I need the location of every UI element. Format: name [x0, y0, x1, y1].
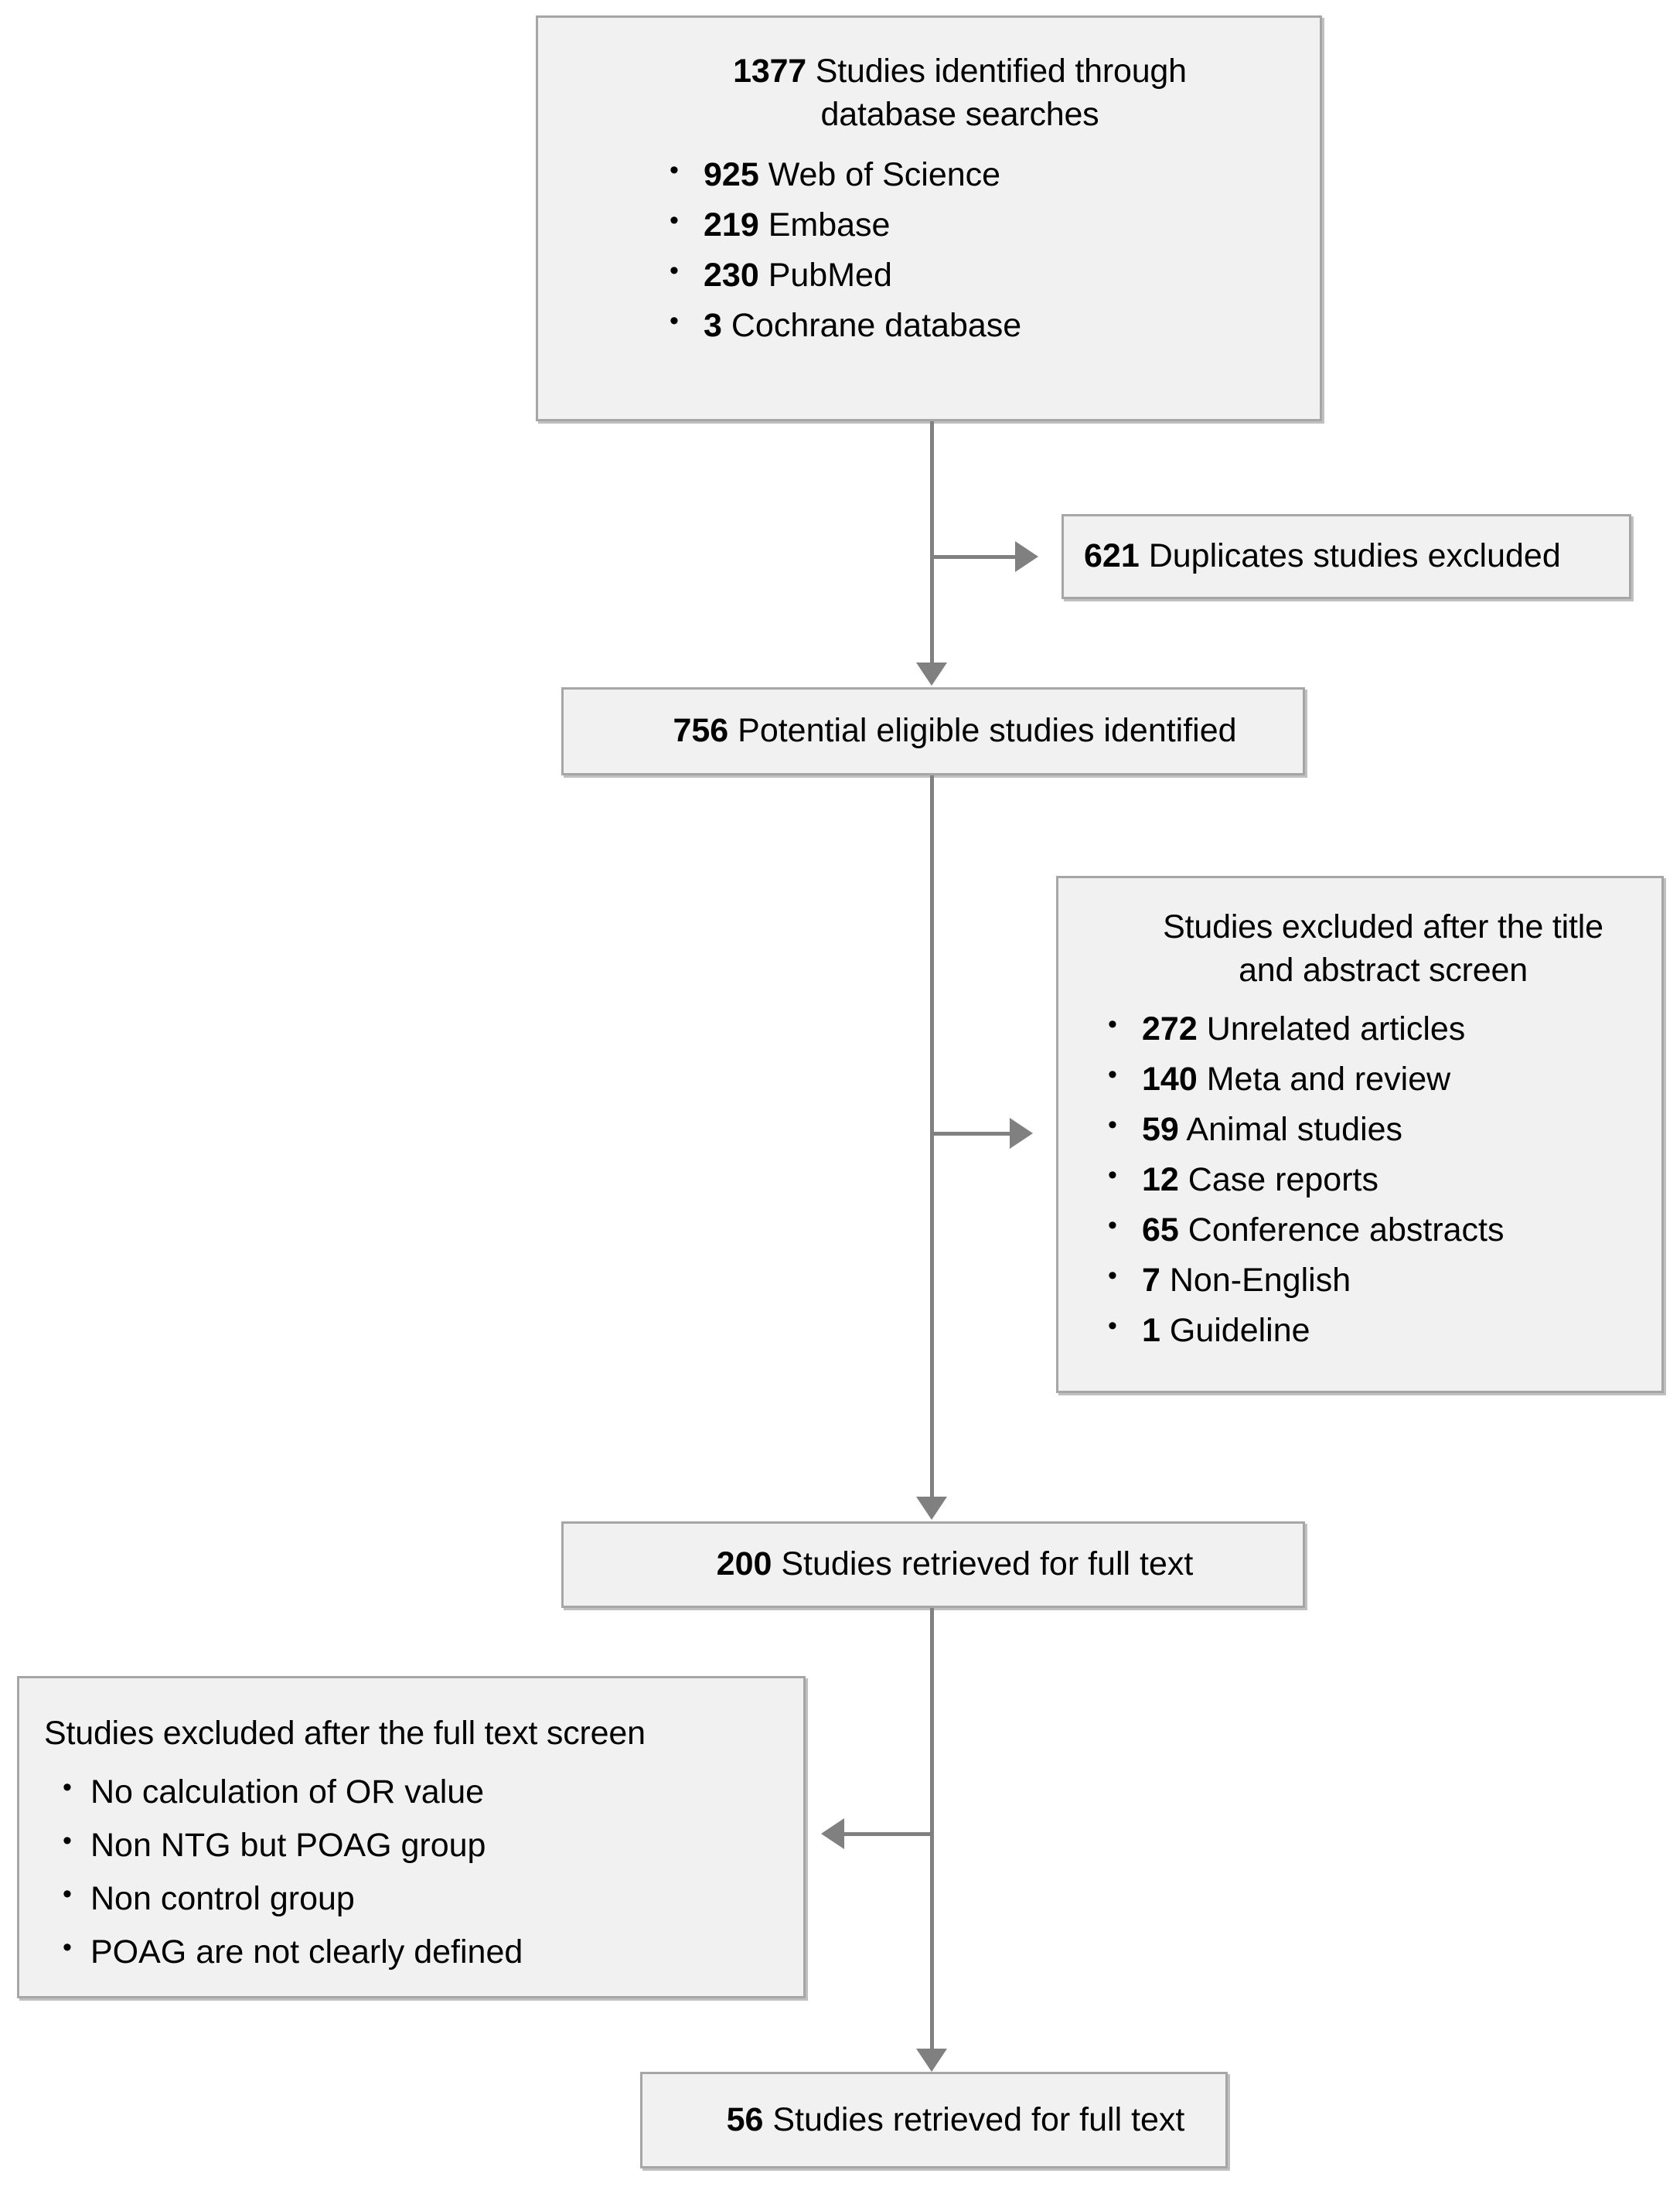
node-body: 1377 Studies identified through database… [538, 18, 1382, 478]
connector-identified-trunk [930, 421, 934, 663]
list-item: 925 Web of Science [660, 155, 1351, 193]
reason-count: 7 [1142, 1261, 1160, 1299]
list-item: 140 Meta and review [1099, 1060, 1680, 1098]
source-label: Cochrane database [731, 306, 1022, 344]
node-body: 621 Duplicates studies excluded [1064, 516, 1669, 597]
node-body: 756 Potential eligible studies identifie… [564, 690, 1346, 773]
list-item: 219 Embase [660, 206, 1351, 244]
list-item: No calculation of OR value [53, 1774, 828, 1809]
identified-source-list: 925 Web of Science 219 Embase 230 PubMed… [569, 155, 1351, 344]
reason-count: 59 [1142, 1110, 1179, 1148]
arrowhead-retrieved-to-included [916, 2049, 947, 2072]
retrieved-text: 200 Studies retrieved for full text [585, 1544, 1324, 1586]
identified-count: 1377 [733, 53, 806, 90]
duplicates-count: 621 [1084, 537, 1140, 575]
reason-count: 272 [1142, 1010, 1198, 1048]
reason-label: Meta and review [1206, 1060, 1451, 1098]
connector-eligible-trunk [930, 775, 934, 1497]
duplicates-text: 621 Duplicates studies excluded [1084, 536, 1649, 577]
included-label: Studies retrieved for full text [772, 2100, 1185, 2138]
connector-retrieved-to-full-text-excluded [844, 1832, 932, 1836]
list-item: Non control group [53, 1881, 828, 1916]
arrowhead-identified-to-duplicates [1015, 541, 1038, 572]
node-studies-included: 56 Studies retrieved for full text [640, 2072, 1228, 2168]
fulltext-excl-reason-list: No calculation of OR value Non NTG but P… [44, 1774, 828, 1989]
arrowhead-identified-to-eligible [916, 663, 947, 686]
included-text: 56 Studies retrieved for full text [664, 2100, 1247, 2141]
source-label: Embase [768, 206, 891, 244]
reason-label: Case reports [1188, 1160, 1378, 1198]
title-excl-heading-line2: and abstract screen [1239, 951, 1528, 989]
list-item: 230 PubMed [660, 256, 1351, 294]
title-excl-reason-list: 272 Unrelated articles 140 Meta and revi… [1082, 1010, 1680, 1349]
list-item: 1 Guideline [1099, 1311, 1680, 1349]
fulltext-excl-heading: Studies excluded after the full text scr… [44, 1715, 646, 1752]
source-count: 230 [704, 256, 759, 294]
list-item: 65 Conference abstracts [1099, 1211, 1680, 1248]
node-body: Studies excluded after the title and abs… [1058, 878, 1680, 1442]
list-item: Non NTG but POAG group [53, 1828, 828, 1862]
list-item: 12 Case reports [1099, 1160, 1680, 1198]
node-body: 56 Studies retrieved for full text [642, 2074, 1269, 2166]
duplicates-label: Duplicates studies excluded [1148, 537, 1561, 575]
reason-count: 12 [1142, 1160, 1179, 1198]
node-studies-retrieved-full-text: 200 Studies retrieved for full text [561, 1521, 1305, 1608]
included-count: 56 [726, 2100, 764, 2138]
list-item: 7 Non-English [1099, 1261, 1680, 1299]
reason-label: Unrelated articles [1206, 1010, 1466, 1048]
source-label: Web of Science [768, 155, 1001, 193]
node-studies-identified: 1377 Studies identified through database… [536, 15, 1322, 421]
source-label: PubMed [768, 256, 892, 294]
node-duplicates-excluded: 621 Duplicates studies excluded [1062, 514, 1631, 599]
list-item: POAG are not clearly defined [53, 1934, 828, 1969]
connector-identified-to-duplicates [930, 555, 1015, 559]
source-count: 219 [704, 206, 759, 244]
node-title-abstract-excluded: Studies excluded after the title and abs… [1056, 876, 1664, 1393]
eligible-text: 756 Potential eligible studies identifie… [585, 710, 1324, 752]
retrieved-count: 200 [716, 1545, 772, 1583]
node-body: Studies excluded after the full text scr… [19, 1678, 851, 2053]
node-full-text-excluded: Studies excluded after the full text scr… [17, 1676, 806, 1998]
identified-label: Studies identified through [815, 53, 1187, 90]
identified-heading-line2: database searches [820, 95, 1099, 133]
arrowhead-eligible-to-retrieved [916, 1497, 947, 1520]
eligible-label: Potential eligible studies identified [738, 712, 1237, 750]
source-count: 925 [704, 155, 759, 193]
arrowhead-eligible-to-title-abstract-excluded [1010, 1118, 1033, 1149]
reason-label: Animal studies [1186, 1110, 1403, 1148]
connector-retrieved-trunk [930, 1608, 934, 2049]
reason-label: Non-English [1169, 1261, 1351, 1299]
reason-label: Guideline [1169, 1311, 1310, 1349]
connector-eligible-to-title-abstract-excluded [930, 1132, 1010, 1136]
retrieved-label: Studies retrieved for full text [781, 1545, 1194, 1583]
list-item: 59 Animal studies [1099, 1110, 1680, 1148]
source-count: 3 [704, 306, 722, 344]
reason-label: Conference abstracts [1188, 1211, 1505, 1248]
reason-count: 1 [1142, 1311, 1160, 1349]
title-excl-heading-line1: Studies excluded after the title [1163, 908, 1603, 945]
node-body: 200 Studies retrieved for full text [564, 1524, 1346, 1606]
eligible-count: 756 [673, 712, 729, 750]
identified-heading: 1377 Studies identified through [569, 50, 1351, 94]
reason-count: 65 [1142, 1211, 1179, 1248]
list-item: 3 Cochrane database [660, 306, 1351, 344]
reason-count: 140 [1142, 1060, 1198, 1098]
list-item: 272 Unrelated articles [1099, 1010, 1680, 1048]
node-potential-eligible-studies: 756 Potential eligible studies identifie… [561, 687, 1305, 775]
